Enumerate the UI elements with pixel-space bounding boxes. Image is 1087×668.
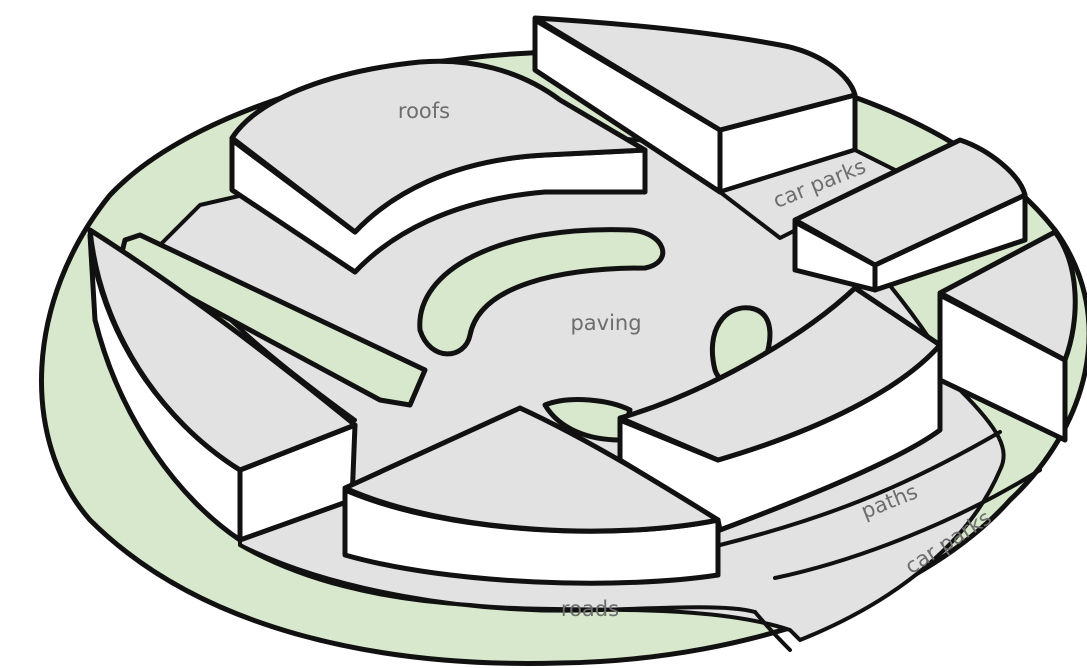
roads-label: roads xyxy=(561,597,619,621)
paving-label: paving xyxy=(570,311,641,335)
roofs-label: roofs xyxy=(398,99,450,123)
roofs-building-roof xyxy=(229,58,648,235)
car-park-divider xyxy=(773,468,1042,580)
road-outer-edge xyxy=(753,610,792,652)
path-strip-edge xyxy=(718,430,1002,547)
left-building-roof xyxy=(87,227,358,473)
top-right-building-roof xyxy=(532,15,858,133)
right-curved-building-roof xyxy=(617,285,943,463)
right-upper-building-roof xyxy=(792,137,1028,268)
central-green-arc xyxy=(417,227,666,357)
bottom-building-roof xyxy=(342,405,721,534)
road-inner-edge xyxy=(238,543,757,614)
right-far-building-roof xyxy=(937,229,1078,363)
